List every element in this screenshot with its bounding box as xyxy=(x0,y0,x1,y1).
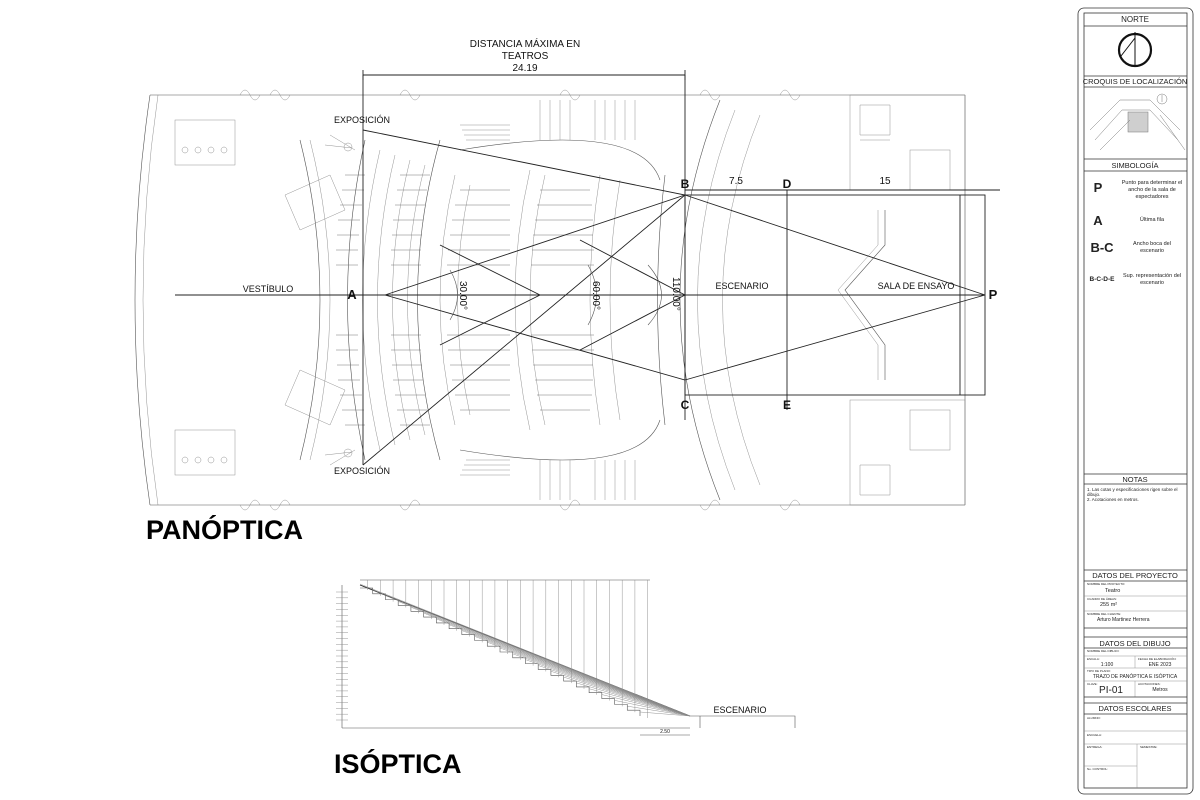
stepped-seating-profile xyxy=(360,587,641,716)
sight-line xyxy=(627,705,691,717)
dim-dp: 15 xyxy=(879,176,891,187)
sym-bc-desc-1: Ancho boca del xyxy=(1133,241,1171,247)
point-e: E xyxy=(783,398,791,412)
semestre-label: SEMESTRE: xyxy=(1140,745,1158,749)
sym-bc-desc-2: escenario xyxy=(1140,248,1164,254)
sym-p-letter: P xyxy=(1094,180,1103,195)
title-block: NORTE CROQUIS DE LOCALIZACIÓN SIMBOLOGÍA… xyxy=(1077,7,1194,795)
sight-line xyxy=(512,653,691,717)
sym-bc-letter: B-C xyxy=(1090,240,1114,255)
isoptic-bottom-dim: 2.50 xyxy=(660,729,670,735)
sight-line xyxy=(550,671,691,717)
location-sketch xyxy=(1089,93,1186,151)
facade-curve xyxy=(134,94,151,506)
sym-bcde-desc-1: Sup. representación del xyxy=(1123,273,1181,279)
clave-label: CLAVE: xyxy=(1087,682,1098,686)
angle-110-label: 110.00° xyxy=(670,277,681,311)
seat-grid xyxy=(336,174,594,426)
sym-p-desc-2: ancho de la sala de xyxy=(1128,187,1176,193)
angle-arc-60 xyxy=(587,264,597,326)
nota-2: 2. Acotaciones en metros. xyxy=(1087,497,1139,502)
panoptic-title: PANÓPTICA xyxy=(146,514,303,545)
sym-p-desc-3: espectadores xyxy=(1135,194,1168,200)
escuela-label: ESCUELA: xyxy=(1087,733,1102,737)
tipo-plano-label: TIPO DE PLANO: xyxy=(1087,669,1111,673)
restroom-top-left xyxy=(174,119,236,166)
nombre-proyecto: Teatro xyxy=(1105,588,1120,594)
dim-bd: 7.5 xyxy=(729,176,743,187)
angle-30-label: 30.00° xyxy=(457,281,468,310)
escala-label: ESCALA: xyxy=(1087,657,1100,661)
panoptic-plan: DISTANCIA MÁXIMA EN TEATROS 24.19 EXPOSI… xyxy=(134,37,1000,545)
area-label: CUADRO DE ÁREAS: xyxy=(1087,597,1117,601)
backstage-rooms xyxy=(849,94,966,506)
fecha-label: FECHA DE ELABORACIÓN: xyxy=(1138,656,1177,661)
sight-line xyxy=(601,694,691,717)
restroom-bottom-left xyxy=(174,429,236,476)
acotaciones-value: Metros xyxy=(1152,687,1168,693)
tipo-plano-value: TRAZO DE PANÓPTICA E ISÓPTICA xyxy=(1093,673,1178,680)
title-block-frame xyxy=(1077,7,1194,795)
sym-a-letter: A xyxy=(1093,213,1103,228)
area-value: 255 m² xyxy=(1100,602,1117,608)
escala-value: 1:100 xyxy=(1101,662,1114,668)
nota-1a: 1. Las cotas y especificaciones rigen so… xyxy=(1087,487,1178,492)
sight-line xyxy=(525,659,691,717)
north-arrow-icon xyxy=(1117,32,1153,68)
simbologia-label: SIMBOLOGÍA xyxy=(1111,161,1158,170)
panoptic-triangle-a xyxy=(383,194,686,381)
datos-dibujo-label: DATOS DEL DIBUJO xyxy=(1099,639,1170,648)
entrega-label: ENTREGA: xyxy=(1087,745,1103,749)
acotaciones-label: ACOTACIONES: xyxy=(1138,682,1161,686)
notas-label: NOTAS xyxy=(1122,475,1147,484)
sight-line xyxy=(576,682,691,717)
seating-area xyxy=(347,139,666,461)
label-vestibulo: VESTÍBULO xyxy=(243,284,294,294)
point-d: D xyxy=(783,177,792,191)
angle-arc-30 xyxy=(449,269,458,321)
sym-bcde-letter: B-C-D-E xyxy=(1090,276,1116,283)
point-a: A xyxy=(347,287,357,302)
sym-a-desc: Última fila xyxy=(1140,216,1165,223)
label-exposicion-bottom: EXPOSICIÓN xyxy=(334,466,390,476)
fecha-value: ENE 2023 xyxy=(1149,662,1172,668)
datos-escolares-label: DATOS ESCOLARES xyxy=(1098,704,1171,713)
max-distance-title-1: DISTANCIA MÁXIMA EN xyxy=(470,37,580,50)
angle-arc-110 xyxy=(647,264,662,326)
sym-bcde-desc-2: escenario xyxy=(1140,280,1164,286)
panoptic-lines-p xyxy=(684,194,986,381)
isoptic-escenario-label: ESCENARIO xyxy=(713,705,766,715)
label-sala-ensayo: SALA DE ENSAYO xyxy=(878,281,955,291)
sym-p-desc-1: Punto para determinar el xyxy=(1122,180,1183,186)
clave-value: PI-01 xyxy=(1099,685,1123,696)
max-distance-value: 24.19 xyxy=(512,63,537,74)
nombre-proyecto-label: NOMBRE DEL PROYECTO: xyxy=(1087,582,1125,586)
point-p: P xyxy=(989,287,998,302)
croquis-label: CROQUIS DE LOCALIZACIÓN xyxy=(1083,77,1188,86)
isoptic-title: ISÓPTICA xyxy=(334,748,462,779)
norte-label: NORTE xyxy=(1121,15,1149,24)
panoptic-outer-lines xyxy=(362,129,687,466)
control-label: No. CONTROL: xyxy=(1087,767,1108,771)
angle-60-label: 60.00° xyxy=(590,281,601,310)
isoptic-section: ESCENARIO 2.50 ISÓPTICA xyxy=(334,579,796,779)
nombre-dibujo-label: NOMBRE DEL DIBUJO: xyxy=(1087,649,1120,653)
datos-proyecto-label: DATOS DEL PROYECTO xyxy=(1092,571,1178,580)
point-c: C xyxy=(681,398,690,412)
sight-line xyxy=(614,700,691,717)
cliente-label: NOMBRE DEL CLIENTE: xyxy=(1087,612,1121,616)
label-escenario: ESCENARIO xyxy=(715,281,768,291)
sight-line xyxy=(639,711,691,717)
nota-1b: dibujo. xyxy=(1087,492,1100,497)
sight-line xyxy=(563,676,691,717)
point-b: B xyxy=(681,177,690,191)
sight-line xyxy=(589,688,691,717)
max-distance-title-2: TEATROS xyxy=(502,51,549,62)
stage-floor xyxy=(690,715,796,728)
label-exposicion-top: EXPOSICIÓN xyxy=(334,115,390,125)
cliente-value: Arturo Martinez Herrera xyxy=(1097,617,1150,623)
alumno-label: ALUMNO: xyxy=(1087,716,1101,720)
sight-line xyxy=(538,665,691,717)
